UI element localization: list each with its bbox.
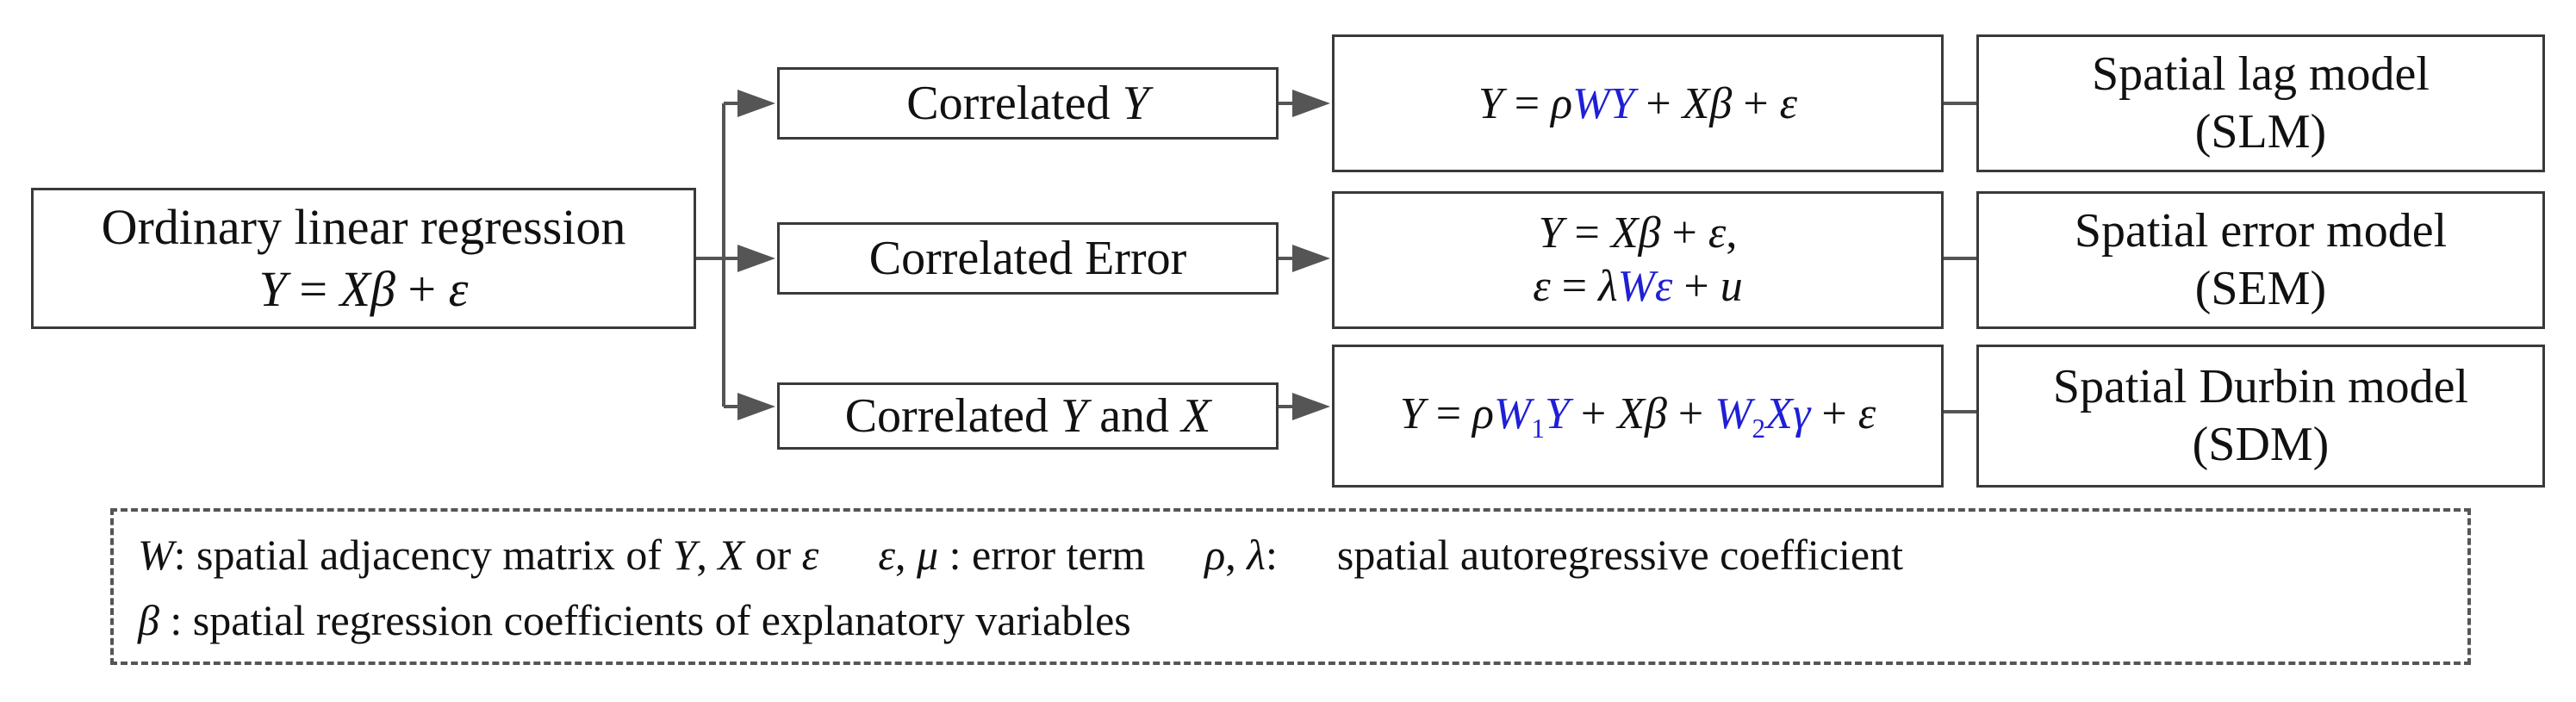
condition-correlated-error-label: Correlated Error: [868, 232, 1187, 285]
slm-equation-box: Y = ρWY + Xβ + ε: [1332, 34, 1944, 172]
ordinary-linear-regression-box: Ordinary linear regression Y = Xβ + ε: [31, 188, 696, 329]
arrowhead-correlated-error: [737, 245, 775, 272]
sdm-model-box: Spatial Durbin model (SDM): [1976, 345, 2545, 488]
slm-model-box: Spatial lag model (SLM): [1976, 34, 2545, 172]
condition-correlated-y-box: Correlated Y: [777, 67, 1279, 140]
arrowhead-correlated-y: [737, 90, 775, 117]
sem-equation-line-2: ε = λWε + u: [1533, 262, 1743, 311]
legend-line-1: W: spatial adjacency matrix of Y, X or ε…: [138, 531, 1903, 579]
source-equation: Y = Xβ + ε: [258, 261, 469, 317]
slm-equation: Y = ρWY + Xβ + ε: [1478, 78, 1798, 128]
arrowhead-sem-equation: [1292, 245, 1330, 272]
sem-model-name: Spatial error model: [2074, 203, 2448, 258]
sem-equation-box: Y = Xβ + ε, ε = λWε + u: [1332, 191, 1944, 329]
sem-equation-line-1: Y = Xβ + ε,: [1538, 208, 1738, 258]
sdm-model-abbr: (SDM): [2192, 418, 2330, 471]
legend-line-2: β : spatial regression coefficients of e…: [138, 596, 1131, 644]
arrowhead-slm-equation: [1292, 90, 1330, 117]
sdm-equation: Y = ρW1Y + Xβ + W2Xγ + ε: [1399, 388, 1876, 444]
legend-box: W: spatial adjacency matrix of Y, X or ε…: [110, 508, 2471, 665]
source-label: Ordinary linear regression: [101, 198, 626, 255]
sdm-model-name: Spatial Durbin model: [2052, 359, 2469, 413]
condition-correlated-y-label: Correlated Y: [906, 77, 1149, 130]
arrowhead-correlated-yx: [737, 393, 775, 420]
sdm-equation-box: Y = ρW1Y + Xβ + W2Xγ + ε: [1332, 345, 1944, 488]
sem-model-abbr: (SEM): [2194, 262, 2327, 315]
sem-model-box: Spatial error model (SEM): [1976, 191, 2545, 329]
arrowhead-sdm-equation: [1292, 393, 1330, 420]
condition-correlated-y-and-x-label: Correlated Y and X: [844, 389, 1211, 443]
slm-model-name: Spatial lag model: [2092, 47, 2430, 101]
slm-model-abbr: (SLM): [2194, 105, 2327, 158]
condition-correlated-y-and-x-box: Correlated Y and X: [777, 382, 1279, 450]
branch-arrows: [724, 90, 1330, 420]
condition-correlated-error-box: Correlated Error: [777, 222, 1279, 295]
